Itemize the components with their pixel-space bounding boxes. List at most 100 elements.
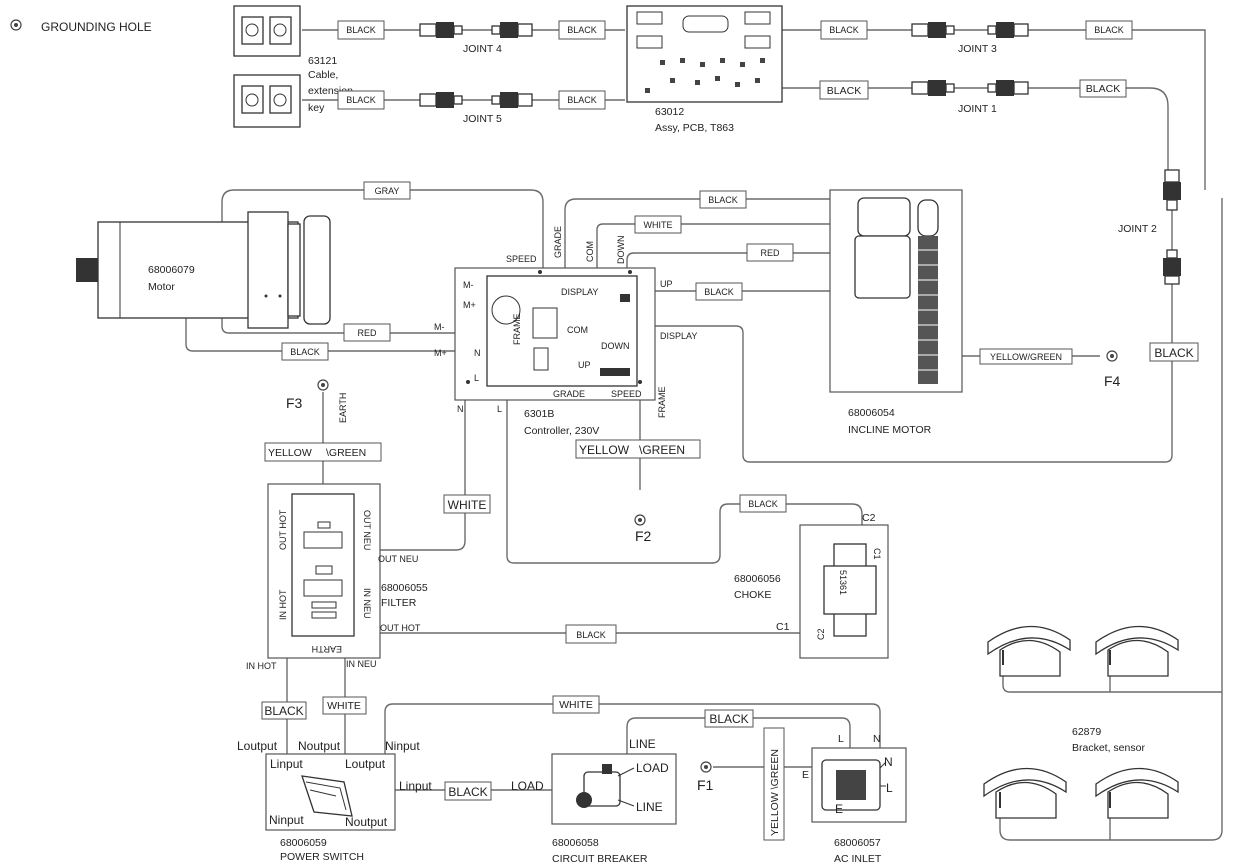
ground-f2-label: F2 <box>635 528 652 544</box>
controller-6301b <box>454 267 656 401</box>
filter-68006055 <box>267 483 381 659</box>
incline-desc: INCLINE MOTOR <box>848 424 932 436</box>
joint-4-connector <box>419 22 533 38</box>
wires <box>185 29 1223 841</box>
wire-labels: BLACK BLACK BLACK BLACK BLACK BLACK BLAC… <box>261 20 1199 841</box>
ctrl-ext-display: DISPLAY <box>660 331 697 341</box>
wire-label-k2: BLACK <box>346 95 376 105</box>
ctrl-ext-down: DOWN <box>616 236 626 265</box>
joint-2-connector <box>1163 169 1181 285</box>
ctrl-pin-l: L <box>474 373 479 383</box>
wire-label-black-choke: BLACK <box>748 499 778 509</box>
wire-label-yg-f2b: \GREEN <box>639 443 685 457</box>
controller-desc: Controller, 230V <box>524 425 599 437</box>
ps-ext-loutput: Loutput <box>237 739 278 753</box>
power-switch-desc: POWER SWITCH <box>280 851 364 863</box>
filter-pin-earth: EARTH <box>312 644 342 654</box>
key-cable-part: 63121 <box>308 55 337 67</box>
choke-68006056: 51361 C1 C2 <box>799 524 889 659</box>
breaker-part: 68006058 <box>552 837 599 849</box>
ground-f1 <box>700 761 712 773</box>
controller-pins: M- M+ DISPLAY FRAME COM DOWN UP N L GRAD… <box>463 280 642 399</box>
ac-inlet-e-ext: E <box>802 769 809 781</box>
motor-desc: Motor <box>148 281 175 293</box>
ac-inlet-n-pin: N <box>884 755 893 769</box>
ctrl-pin-com: COM <box>567 325 588 335</box>
ctrl-pin-down: DOWN <box>601 341 630 351</box>
filter-pin-in-neu: IN NEU <box>362 588 372 619</box>
ctrl-pin-grade: GRADE <box>553 389 585 399</box>
joint-3-label: JOINT 3 <box>958 43 997 55</box>
ground-earth-label: EARTH <box>338 393 348 423</box>
pcb-63012 <box>626 5 783 103</box>
breaker-line-pin: LINE <box>636 800 663 814</box>
joint-1-label: JOINT 1 <box>958 103 997 115</box>
choke-desc: CHOKE <box>734 589 771 601</box>
wire-label-black-motor: BLACK <box>290 347 320 357</box>
ctrl-ext-frame: FRAME <box>657 387 667 419</box>
key-cable-l3: key <box>308 102 325 114</box>
choke-c2-label: C2 <box>862 512 876 524</box>
wire-label-k1: BLACK <box>346 25 376 35</box>
controller-part: 6301B <box>524 408 554 420</box>
ground-f3 <box>317 379 329 391</box>
incline-part: 68006054 <box>848 407 895 419</box>
wire-label-yg-f3b: \GREEN <box>326 447 366 459</box>
ctrl-ext-l: L <box>497 404 502 414</box>
wire-label-j5r: BLACK <box>567 95 597 105</box>
ctrl-pin-mplus: M+ <box>463 300 476 310</box>
ground-f3-label: F3 <box>286 395 303 411</box>
ctrl-ext-up: UP <box>660 279 673 289</box>
key-switch-bottom <box>233 74 301 128</box>
wire-label-yg-f2a: YELLOW <box>579 443 630 457</box>
legend: GROUNDING HOLE <box>10 19 152 34</box>
motor-68006079 <box>76 211 331 329</box>
circuit-breaker-68006058 <box>551 753 677 825</box>
pcb-desc: Assy, PCB, T863 <box>655 122 734 134</box>
filter-pin-in-hot: IN HOT <box>278 589 288 620</box>
ps-pin-ninput: Ninput <box>269 813 304 827</box>
filter-ext-in-hot: IN HOT <box>246 661 277 671</box>
ctrl-ext-mminus: M- <box>434 322 445 332</box>
ctrl-ext-n: N <box>457 404 464 414</box>
joint-3-connector <box>911 22 1029 38</box>
wire-label-red-motor: RED <box>357 328 377 338</box>
wire-label-black-load: BLACK <box>448 785 487 799</box>
key-cable-l1: Cable, <box>308 69 338 81</box>
ps-ext-ninput: Ninput <box>385 739 420 753</box>
wire-label-red-incline: RED <box>760 248 780 258</box>
choke-c1-inner: C1 <box>872 548 882 560</box>
motor-part: 68006079 <box>148 264 195 276</box>
incline-motor-68006054 <box>829 189 963 393</box>
ground-f2 <box>634 514 646 526</box>
ctrl-ext-mplus: M+ <box>434 348 447 358</box>
power-switch-68006059 <box>265 753 396 831</box>
ctrl-ext-speed: SPEED <box>506 254 537 264</box>
wire-label-white-filter: WHITE <box>448 498 487 512</box>
key-switch-top <box>233 5 301 57</box>
filter-pin-out-hot: OUT HOT <box>278 509 288 550</box>
ac-inlet-l-ext: L <box>838 733 844 745</box>
bracket-sensor-1 <box>987 625 1071 677</box>
joint-5-connector <box>419 92 533 108</box>
wire-label-yg-f1: YELLOW \GREEN <box>769 749 781 836</box>
wire-label-j1r: BLACK <box>1086 83 1120 95</box>
joint-5-label: JOINT 5 <box>463 113 502 125</box>
joint-1-connector <box>911 80 1029 96</box>
connectors <box>419 22 1181 285</box>
choke-code: 51361 <box>838 570 848 595</box>
ac-inlet-e-pin: E <box>835 802 843 816</box>
wire-label-black-inhot: BLACK <box>264 704 303 718</box>
ps-pin-noutput: Noutput <box>345 815 388 829</box>
controller-external-labels: SPEED GRADE COM DOWN UP DISPLAY FRAME N … <box>434 226 697 418</box>
wire-label-black-incline: BLACK <box>708 195 738 205</box>
ctrl-pin-up: UP <box>578 360 591 370</box>
breaker-desc: CIRCUIT BREAKER <box>552 853 648 865</box>
ctrl-pin-n: N <box>474 348 481 358</box>
ctrl-pin-speed: SPEED <box>611 389 642 399</box>
ctrl-pin-display: DISPLAY <box>561 287 598 297</box>
ac-inlet-n-ext: N <box>873 733 881 745</box>
choke-c2-inner: C2 <box>816 628 826 640</box>
joint-2-label: JOINT 2 <box>1118 223 1157 235</box>
